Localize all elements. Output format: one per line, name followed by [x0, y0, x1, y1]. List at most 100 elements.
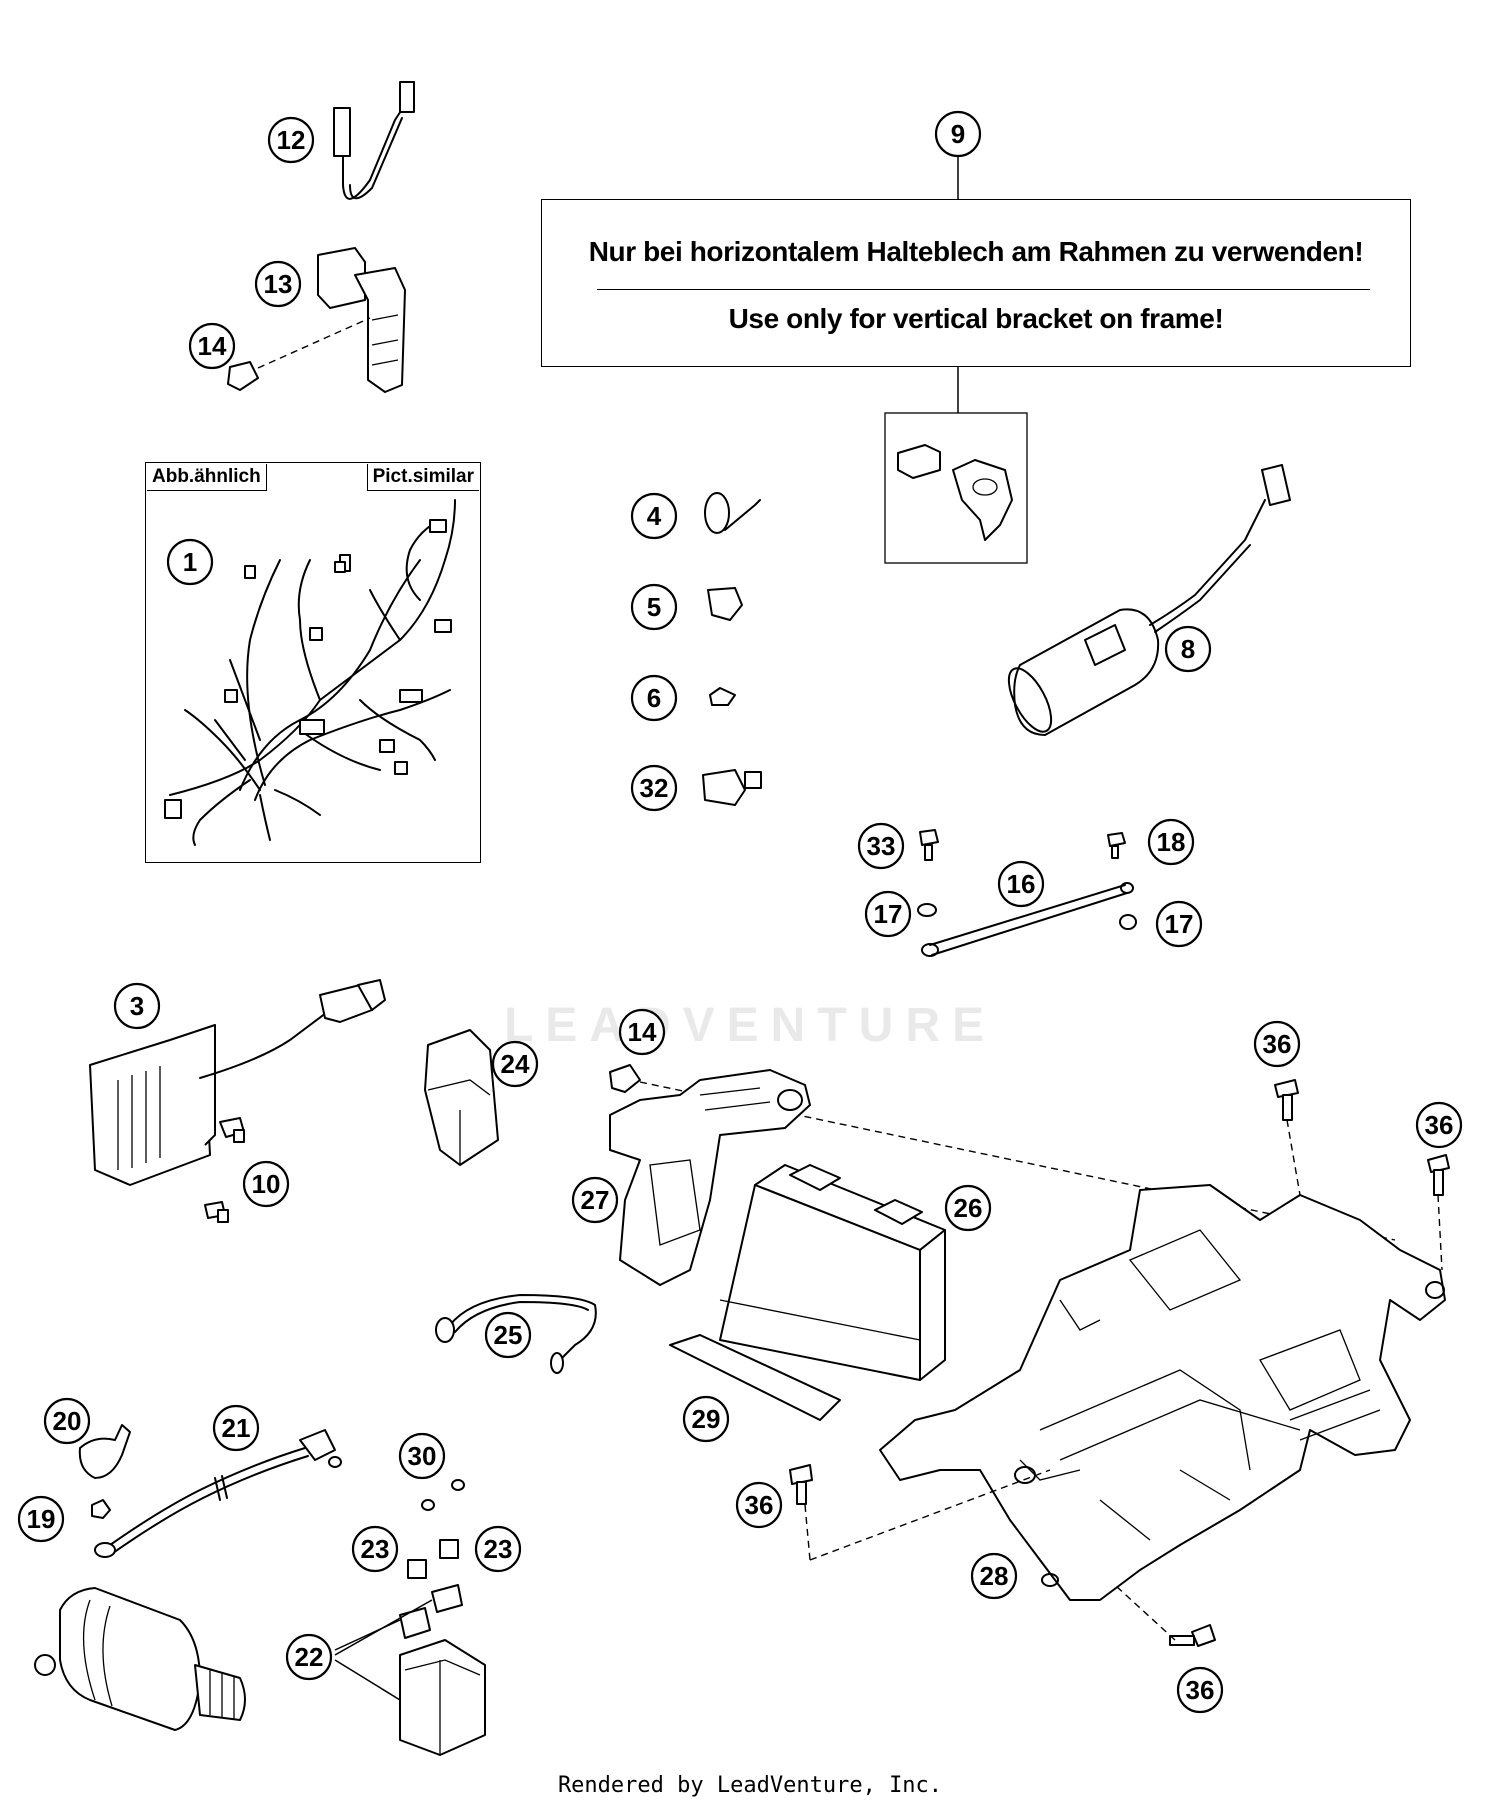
callout-9: 9: [934, 110, 982, 158]
svg-text:24: 24: [501, 1049, 530, 1079]
part-20-cap: [78, 1424, 131, 1479]
callout-27: 27: [571, 1176, 619, 1224]
similar-box: Abb.ähnlich Pict.similar: [145, 462, 481, 863]
part-5-clip: [707, 587, 743, 621]
part-29-pad: [669, 1334, 841, 1421]
part-6-clip: [709, 687, 736, 706]
callout-36-left: 36: [735, 1481, 783, 1529]
callout-28: 28: [970, 1552, 1018, 1600]
callout-23-right: 23: [474, 1525, 522, 1573]
callout-21: 21: [212, 1404, 260, 1452]
callout-22: 22: [285, 1633, 333, 1681]
callout-16: 16: [997, 860, 1045, 908]
part-13-bracket: [317, 247, 406, 393]
callout-32: 32: [630, 764, 678, 812]
svg-text:21: 21: [222, 1413, 251, 1443]
callout-23-left: 23: [351, 1525, 399, 1573]
svg-text:23: 23: [484, 1534, 513, 1564]
callout-10: 10: [242, 1160, 290, 1208]
svg-text:29: 29: [692, 1404, 721, 1434]
callout-14-mid: 14: [618, 1008, 666, 1056]
part-32-connector: [702, 769, 762, 806]
part-4-cable-tie: [704, 492, 761, 534]
callout-36-right: 36: [1415, 1101, 1463, 1149]
svg-text:9: 9: [951, 119, 965, 149]
part-30-spare-fuses: [421, 1479, 465, 1511]
callout-18: 18: [1147, 818, 1195, 866]
svg-text:13: 13: [264, 269, 293, 299]
part-24-cover: [424, 1029, 499, 1166]
callout-1: 1: [166, 538, 214, 586]
part-36-bolts: [789, 1079, 1450, 1647]
svg-text:27: 27: [581, 1185, 610, 1215]
svg-text:36: 36: [1263, 1029, 1292, 1059]
part-27-holder: [609, 1069, 811, 1286]
callout-12: 12: [267, 116, 315, 164]
svg-text:36: 36: [745, 1490, 774, 1520]
bracket-inset: [884, 412, 1028, 564]
part-23-fuses: [407, 1539, 459, 1579]
svg-text:36: 36: [1425, 1110, 1454, 1140]
svg-text:30: 30: [408, 1441, 437, 1471]
part-19-nut: [91, 1499, 111, 1519]
callout-17-left: 17: [864, 890, 912, 938]
svg-text:17: 17: [1165, 909, 1194, 939]
svg-text:26: 26: [954, 1193, 983, 1223]
svg-text:6: 6: [647, 683, 661, 713]
svg-text:28: 28: [980, 1561, 1009, 1591]
part-17-washer-right: [1119, 914, 1137, 930]
part-10-bolts: [204, 1117, 245, 1223]
svg-text:25: 25: [494, 1320, 523, 1350]
part-16-cable: [921, 882, 1134, 957]
callout-14-top: 14: [188, 322, 236, 370]
svg-text:12: 12: [277, 125, 306, 155]
callout-13: 13: [254, 260, 302, 308]
svg-text:8: 8: [1181, 634, 1195, 664]
part-14-bolt: [227, 317, 371, 391]
callout-20: 20: [43, 1397, 91, 1445]
callout-24: 24: [491, 1040, 539, 1088]
callout-36-top: 36: [1253, 1020, 1301, 1068]
part-28-tray: [879, 1184, 1446, 1601]
note-german-text: Nur bei horizontalem Halteblech am Rahme…: [588, 236, 1364, 267]
part-3-regulator: [89, 979, 386, 1186]
part-12-cable: [333, 81, 415, 200]
svg-text:20: 20: [53, 1406, 82, 1436]
callout-26: 26: [944, 1184, 992, 1232]
callout-33: 33: [857, 822, 905, 870]
part-25-cable: [435, 1294, 597, 1374]
part-17-washer-left: [917, 903, 937, 917]
part-8-capacitor: [1007, 464, 1291, 736]
wiring-harness: [164, 499, 456, 846]
callout-4: 4: [630, 492, 678, 540]
svg-text:23: 23: [361, 1534, 390, 1564]
callout-6: 6: [630, 674, 678, 722]
part-18-bolt: [1107, 832, 1126, 859]
part-22-fuse-box: [334, 1584, 486, 1756]
callout-8: 8: [1164, 625, 1212, 673]
svg-text:36: 36: [1186, 1675, 1215, 1705]
callout-19: 19: [17, 1495, 65, 1543]
svg-text:19: 19: [27, 1504, 56, 1534]
note-english-text: Use only for vertical bracket on frame!: [728, 303, 1224, 334]
similar-label-de: Abb.ähnlich: [147, 464, 267, 491]
part-26-battery: [719, 1164, 946, 1381]
svg-text:14: 14: [628, 1017, 657, 1047]
svg-text:33: 33: [867, 831, 896, 861]
watermark: LEADVENTURE: [503, 999, 997, 1052]
svg-text:4: 4: [647, 501, 662, 531]
svg-text:16: 16: [1007, 869, 1036, 899]
svg-text:18: 18: [1157, 827, 1186, 857]
starter-motor: [34, 1587, 246, 1731]
part-21-cable: [94, 1429, 342, 1558]
callout-5: 5: [630, 583, 678, 631]
svg-text:17: 17: [874, 899, 903, 929]
svg-text:3: 3: [130, 991, 144, 1021]
callout-25: 25: [484, 1311, 532, 1359]
callout-3: 3: [113, 982, 161, 1030]
callout-29: 29: [682, 1395, 730, 1443]
svg-text:10: 10: [252, 1169, 281, 1199]
callout-17-right: 17: [1155, 900, 1203, 948]
similar-label-en: Pict.similar: [366, 464, 479, 491]
